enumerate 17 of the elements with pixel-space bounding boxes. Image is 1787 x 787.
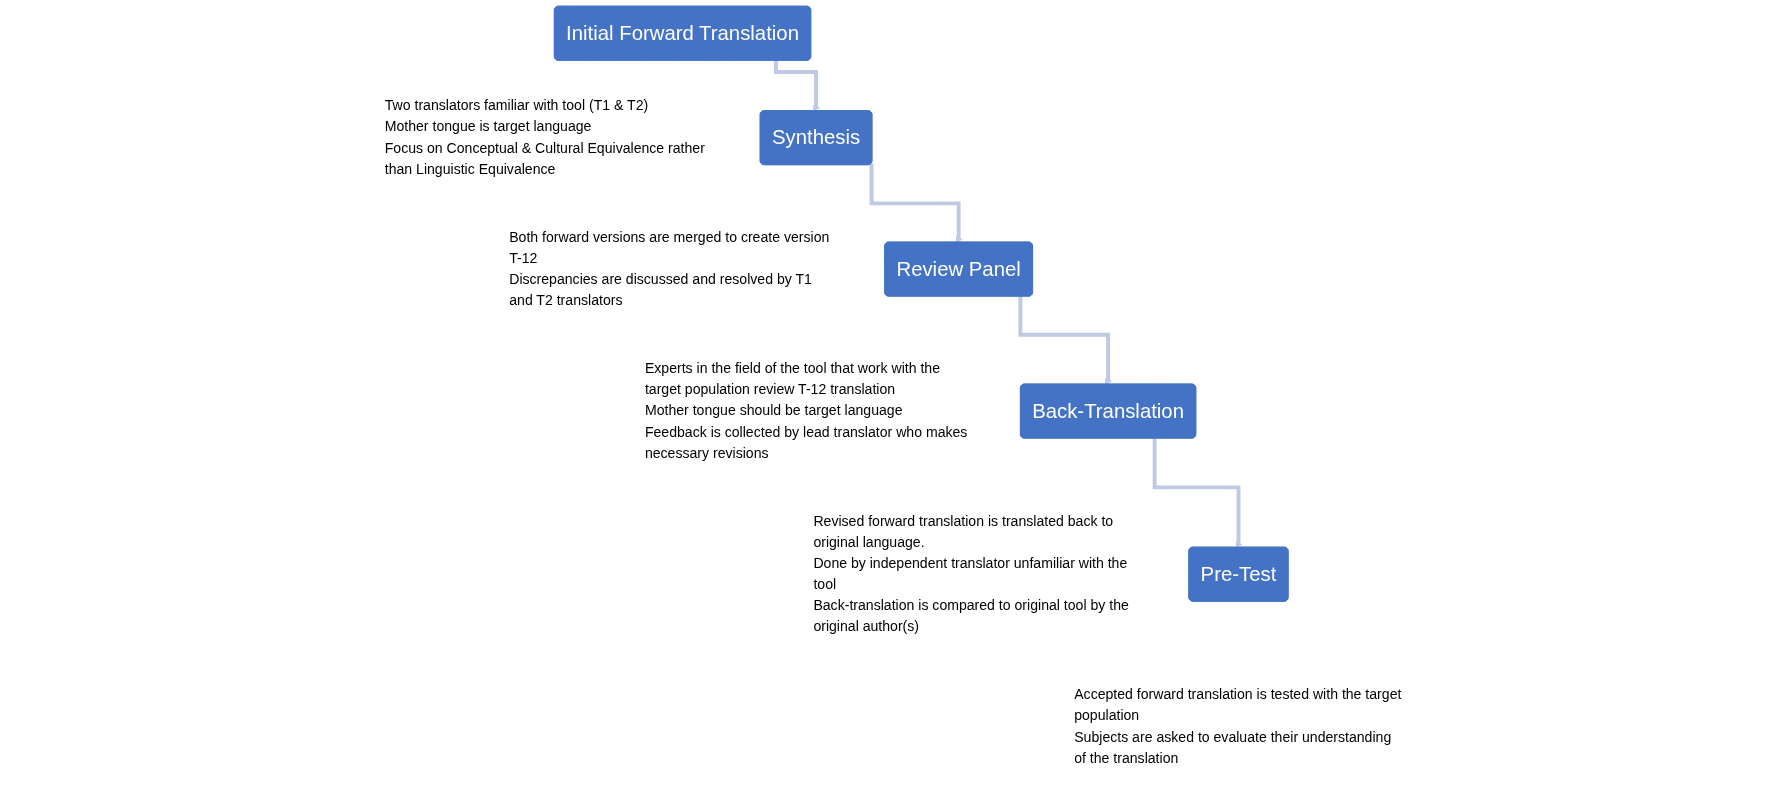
node-label: Experts in the field of the tool that work with the target population review T-12 translation xyxy=(644,360,940,398)
arrow xyxy=(1018,296,1112,385)
arrow xyxy=(1152,438,1243,548)
node-label: Back-translation is compared to original tool by the original author(s) xyxy=(813,597,1129,635)
node-label: Revised forward translation is translated back to original language. xyxy=(813,513,1113,550)
node-label: Focus on Conceptual & Cultural Equivalence rather than Linguistic Equivalence xyxy=(384,140,705,177)
node-label: Mother tongue is target language xyxy=(384,118,592,135)
node-label: Subjects are asked to evaluate their understanding of the translation xyxy=(1073,729,1391,766)
node-label: Discrepancies are discussed and resolved by T1 and T2 translators xyxy=(508,271,812,309)
node-label: Done by independent translator unfamiliar with the tool xyxy=(813,555,1128,593)
arrow xyxy=(773,60,820,112)
node-label: Two translators familiar with tool (T1 & T2) xyxy=(384,97,648,114)
arrow xyxy=(869,163,963,243)
node-label: Mother tongue should be target language xyxy=(644,402,903,419)
node-label: Feedback is collected by lead translator who makes necessary revisions xyxy=(644,424,968,461)
node-label: Both forward versions are merged to create version T-12 xyxy=(508,229,830,266)
node-label: Accepted forward translation is tested with the target population xyxy=(1073,686,1402,724)
